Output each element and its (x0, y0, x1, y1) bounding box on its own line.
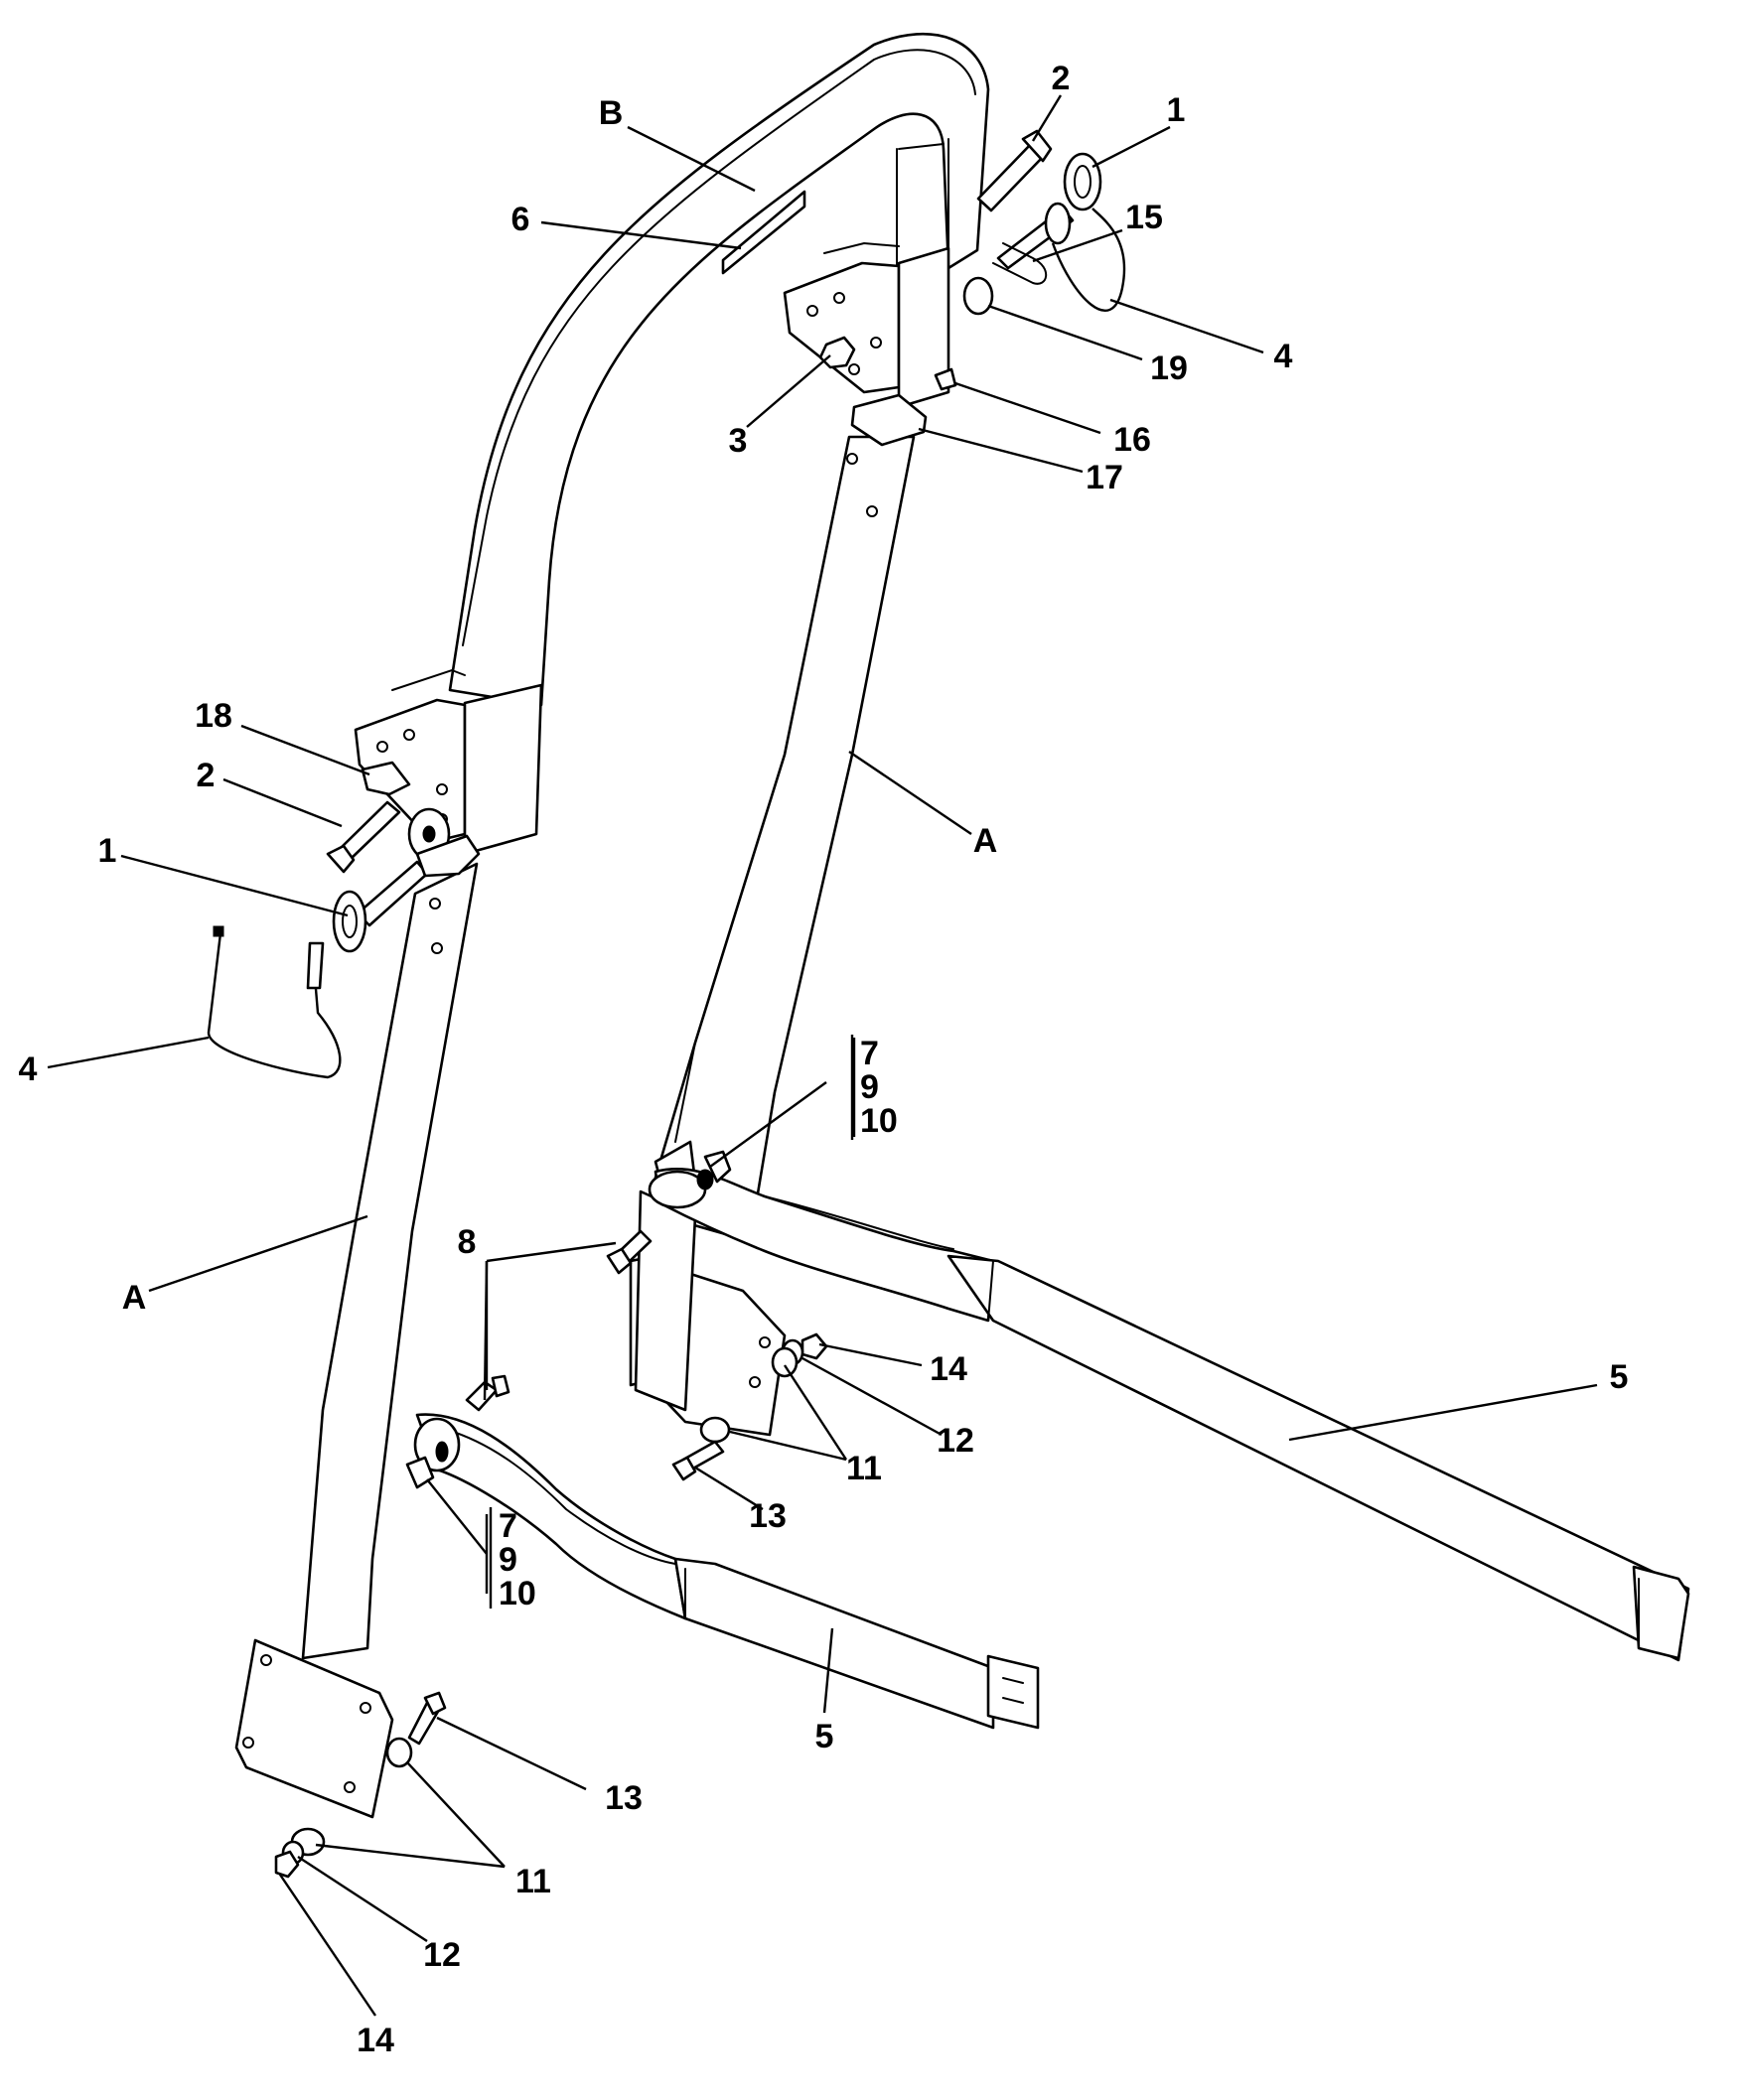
upper-right-bracket (783, 241, 950, 409)
callout-A-right: A (973, 822, 998, 860)
callout-10-left: 10 (499, 1575, 536, 1612)
washer-18-left (361, 761, 411, 796)
lanyard-4-top (1051, 208, 1126, 312)
right-lower-post (629, 435, 916, 1437)
nut-14-right (800, 1332, 828, 1360)
callout-14-right: 14 (930, 1350, 967, 1388)
callout-2-top: 2 (1052, 60, 1071, 97)
callout-4-top: 4 (1274, 338, 1293, 375)
callout-1-left: 1 (98, 832, 117, 870)
clamp-left (415, 834, 481, 878)
bolt-13-right (671, 1440, 725, 1481)
lanyard-4-left (207, 932, 342, 1079)
left-lower-post (234, 862, 479, 1819)
clamp-17 (850, 393, 928, 447)
callout-8: 8 (458, 1223, 477, 1261)
callout-18: 18 (195, 697, 232, 735)
callout-labels: 2 1 B 15 6 19 4 3 16 17 18 2 1 A 4 7 9 1… (19, 60, 1629, 2059)
bolt-16 (934, 367, 957, 391)
pin-1-top (996, 152, 1102, 270)
hinge-bolt-right (703, 1150, 732, 1184)
nut-3 (818, 336, 856, 369)
bolt-8-right (606, 1229, 653, 1275)
washer-11-right-a (771, 1346, 799, 1378)
callout-2-left: 2 (197, 757, 216, 794)
callout-10-right: 10 (860, 1102, 898, 1140)
callout-13-left: 13 (605, 1779, 643, 1817)
callout-7-right: 7 (860, 1035, 879, 1072)
nut-14-left (274, 1850, 300, 1879)
hairpin-15-top (992, 242, 1048, 285)
callout-13-right: 13 (749, 1497, 787, 1535)
callout-3: 3 (729, 422, 748, 460)
callout-1-top: 1 (1167, 91, 1186, 129)
callout-5-left: 5 (815, 1718, 834, 1755)
callout-A-left: A (122, 1279, 147, 1317)
washer-11-left-a (385, 1737, 413, 1768)
callout-11-left: 11 (515, 1863, 551, 1900)
bolt-13-left (407, 1691, 447, 1746)
leader-lines (47, 94, 1598, 2017)
callout-11-right: 11 (846, 1450, 882, 1487)
callout-5-right: 5 (1610, 1358, 1629, 1396)
callout-15: 15 (1125, 199, 1163, 236)
callout-14-left: 14 (357, 2022, 394, 2059)
washer-11-right-b (699, 1416, 731, 1444)
callout-B: B (599, 94, 624, 132)
right-seat-belt (648, 1168, 1690, 1662)
callout-9-left: 9 (499, 1541, 517, 1579)
callout-4-left: 4 (19, 1050, 38, 1088)
upper-left-bracket (354, 668, 543, 856)
callout-9-right: 9 (860, 1068, 879, 1106)
bolt-8-left (465, 1374, 510, 1412)
callout-12-right: 12 (937, 1422, 974, 1460)
washer-19-top (962, 276, 994, 316)
callout-16: 16 (1113, 421, 1151, 459)
pin-1-left (332, 860, 429, 953)
decal-plate (721, 190, 806, 275)
callout-12-left: 12 (423, 1936, 461, 1974)
callout-7-left: 7 (499, 1507, 517, 1545)
callout-19: 19 (1150, 350, 1188, 387)
bolt-2-left (326, 800, 401, 874)
callout-6: 6 (511, 201, 530, 238)
callout-17: 17 (1086, 459, 1123, 496)
bolt-2-top (976, 129, 1053, 212)
